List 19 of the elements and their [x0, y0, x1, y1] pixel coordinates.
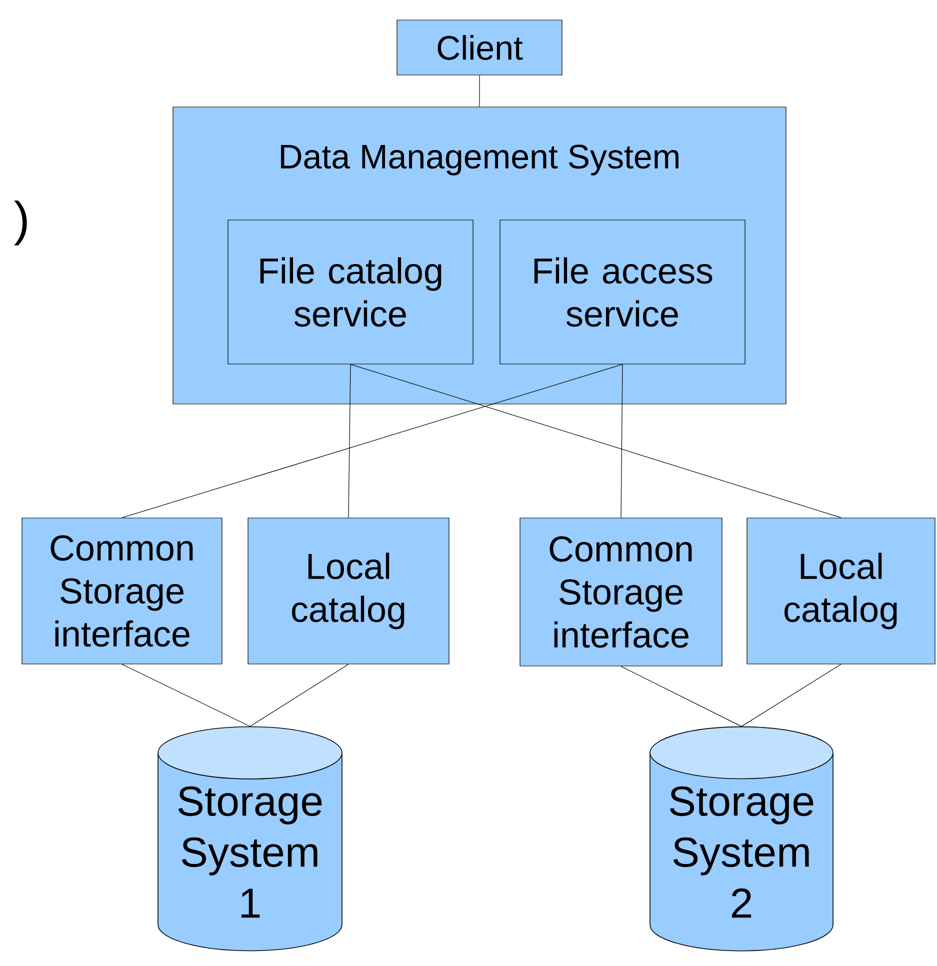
process-box: Local catalog: [248, 518, 450, 664]
connector-line: [348, 364, 351, 518]
text-fragment: ): [14, 200, 27, 246]
process-box: Common Storage interface: [22, 518, 222, 664]
connector-line: [741, 664, 842, 727]
process-box: Client: [396, 20, 562, 76]
connector-line: [122, 364, 623, 518]
connector-line: [350, 364, 842, 518]
process-box: Local catalog: [746, 518, 936, 664]
storage-cylinder: Storage System 2: [650, 726, 834, 952]
connector-line: [620, 364, 623, 518]
connector-line: [250, 664, 349, 727]
connector-line: [620, 666, 742, 727]
process-box: File catalog service: [228, 220, 474, 364]
connector-line: [479, 75, 480, 107]
process-box: File access service: [500, 220, 746, 364]
process-box: Common Storage interface: [520, 518, 722, 666]
storage-cylinder: Storage System 1: [158, 726, 342, 952]
connector-line: [122, 664, 250, 727]
